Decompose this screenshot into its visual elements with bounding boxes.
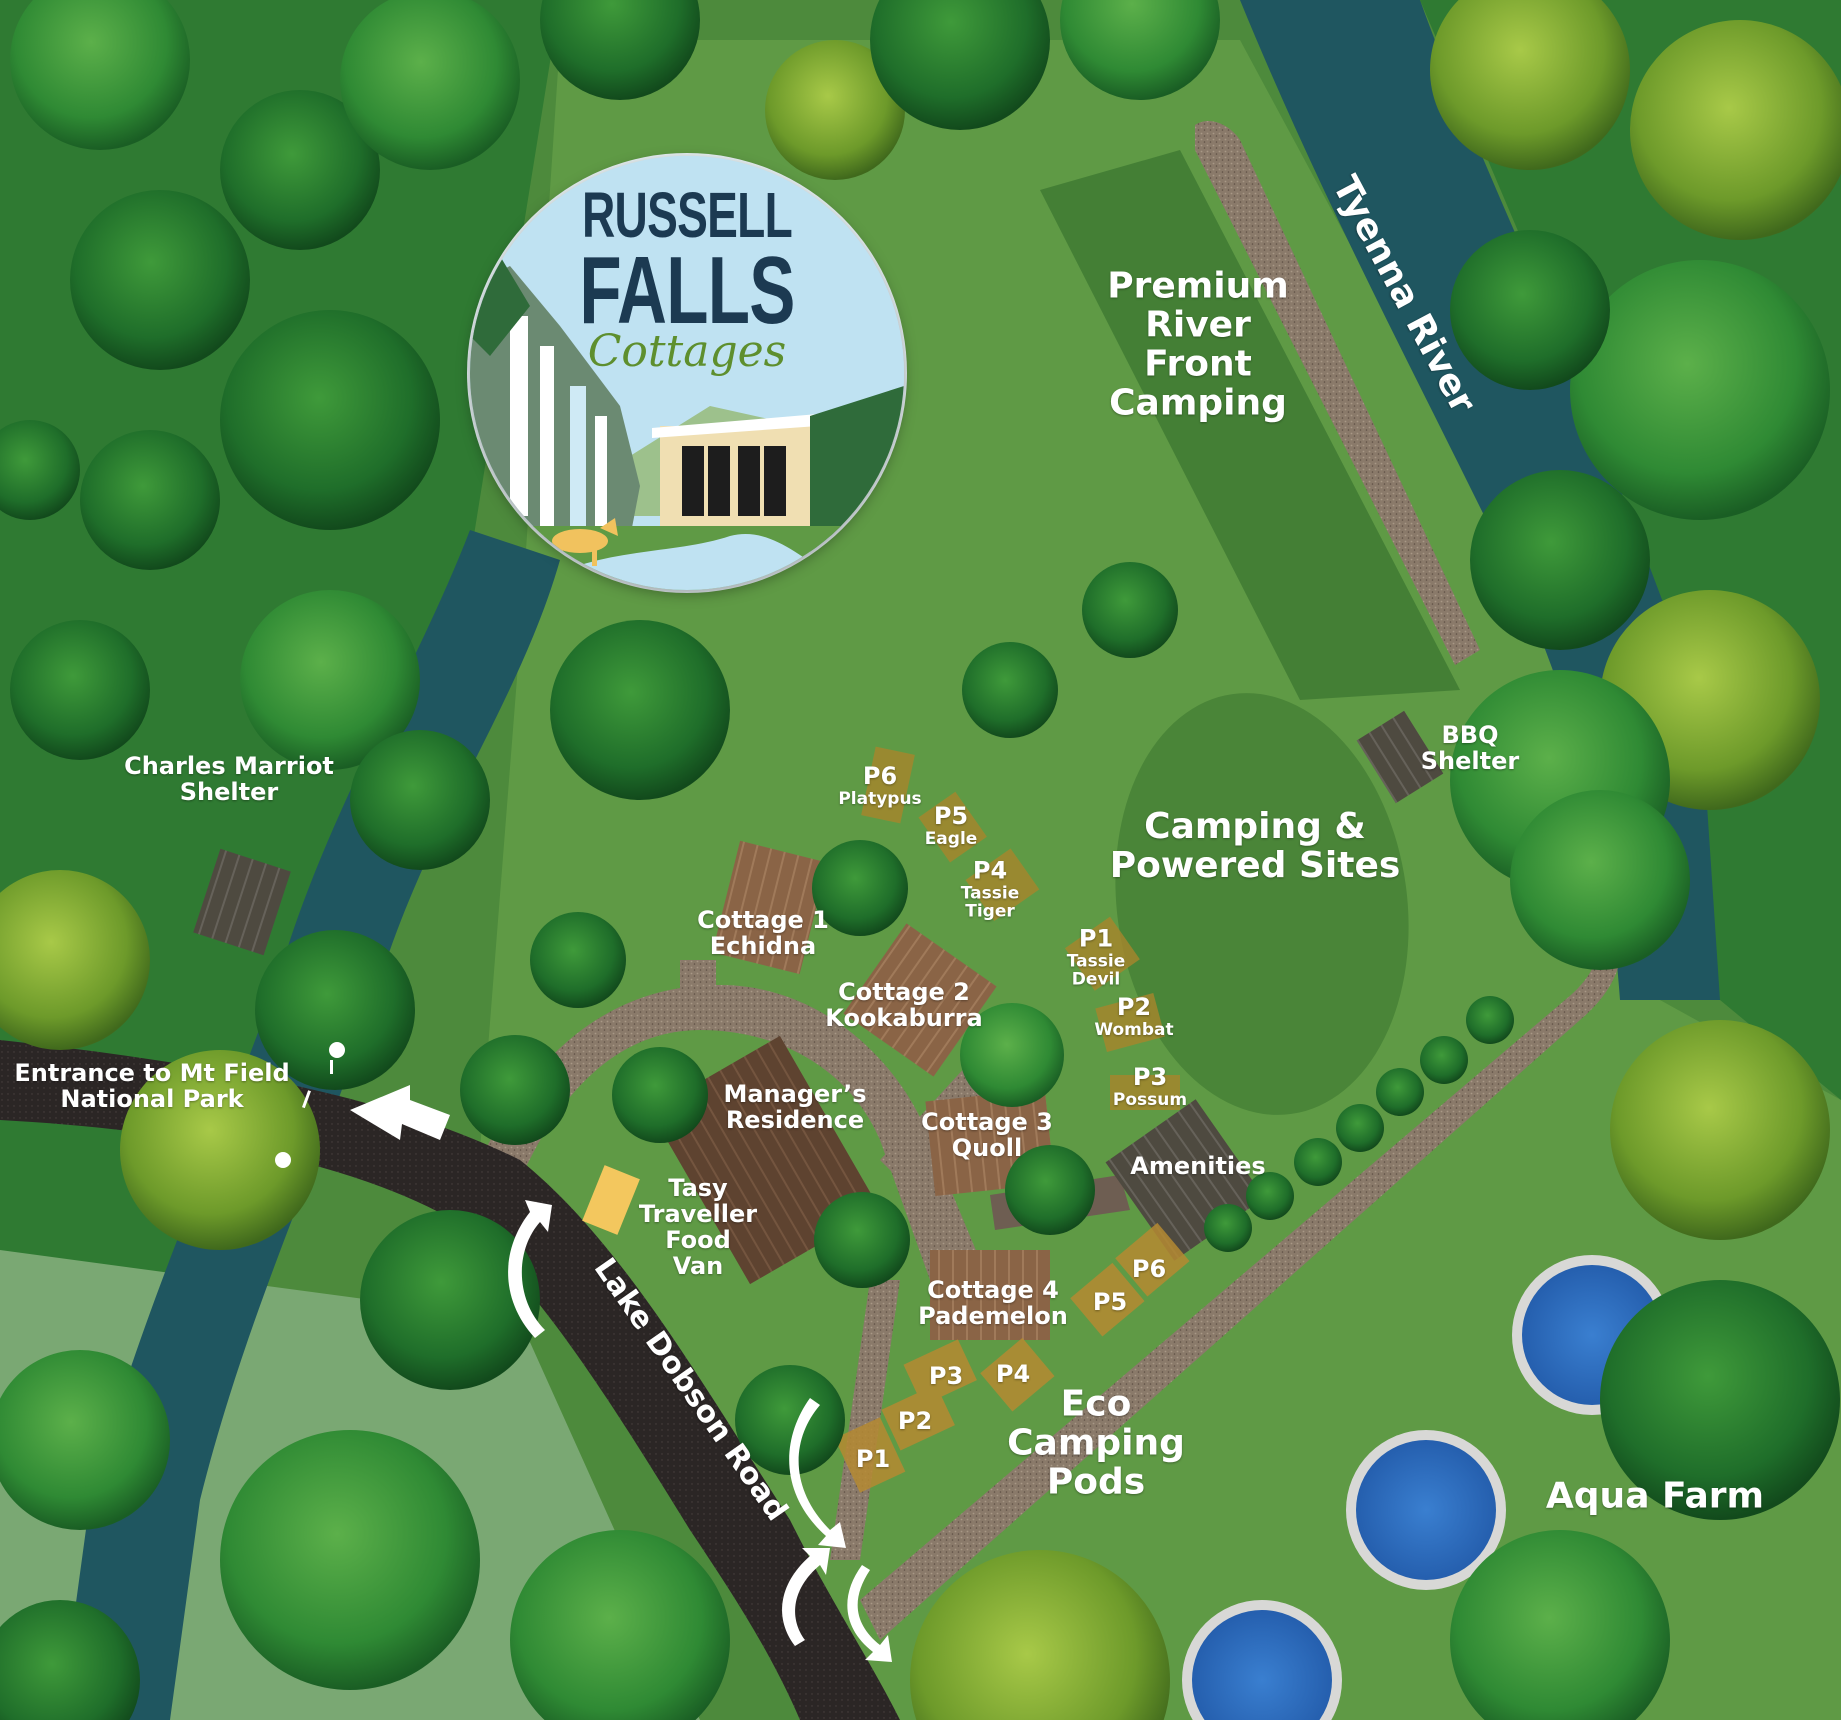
east-gravel-driveway	[860, 935, 1621, 1640]
logo-line3: Cottages	[587, 326, 787, 377]
inner-gravel-driveway	[480, 985, 980, 1280]
eco-pod-p2-label: P2	[897, 1407, 933, 1436]
aqua-farm-ponds	[1182, 1255, 1672, 1720]
aqua-farm-label: Aqua Farm	[1545, 1475, 1765, 1517]
logo-line2: FALLS	[579, 237, 795, 344]
direction-arrows	[275, 1042, 892, 1662]
logo-line1: RUSSELL	[581, 179, 793, 251]
russell-falls-logo: RUSSELL FALLS Cottages	[470, 156, 904, 590]
charles-marriot-shelter-roof	[193, 848, 291, 956]
cottage4-gravel-edge	[830, 1280, 900, 1560]
river-gravel-path	[1195, 120, 1480, 666]
eco-pod-p3-label: P3	[928, 1362, 964, 1391]
powered-sites-label: Camping &Powered Sites	[1109, 806, 1401, 886]
eco-pod-p4-label: P4	[995, 1360, 1031, 1389]
cottage1-gravel-spur	[680, 960, 716, 1030]
amenities-label: Amenities	[1130, 1152, 1266, 1181]
lake-dobson-road	[0, 1040, 900, 1720]
eco-pod-p5-label: P5	[1092, 1288, 1128, 1317]
bbq-shelter-roof	[1356, 710, 1444, 804]
cottage1-roof	[712, 840, 828, 975]
cottage4-roof	[930, 1250, 1050, 1340]
cottage2-roof	[843, 923, 997, 1077]
powered-site-pads	[861, 746, 1180, 1110]
eco-pod-pads	[834, 1222, 1190, 1493]
premium-camping-area	[1040, 150, 1460, 700]
food-van-roof	[582, 1165, 640, 1235]
powered-sites-oval	[1115, 693, 1409, 1115]
eco-pod-p1-label: P1	[855, 1445, 891, 1474]
eco-pod-p6-label: P6	[1131, 1255, 1167, 1284]
logo-scenery	[470, 156, 904, 590]
